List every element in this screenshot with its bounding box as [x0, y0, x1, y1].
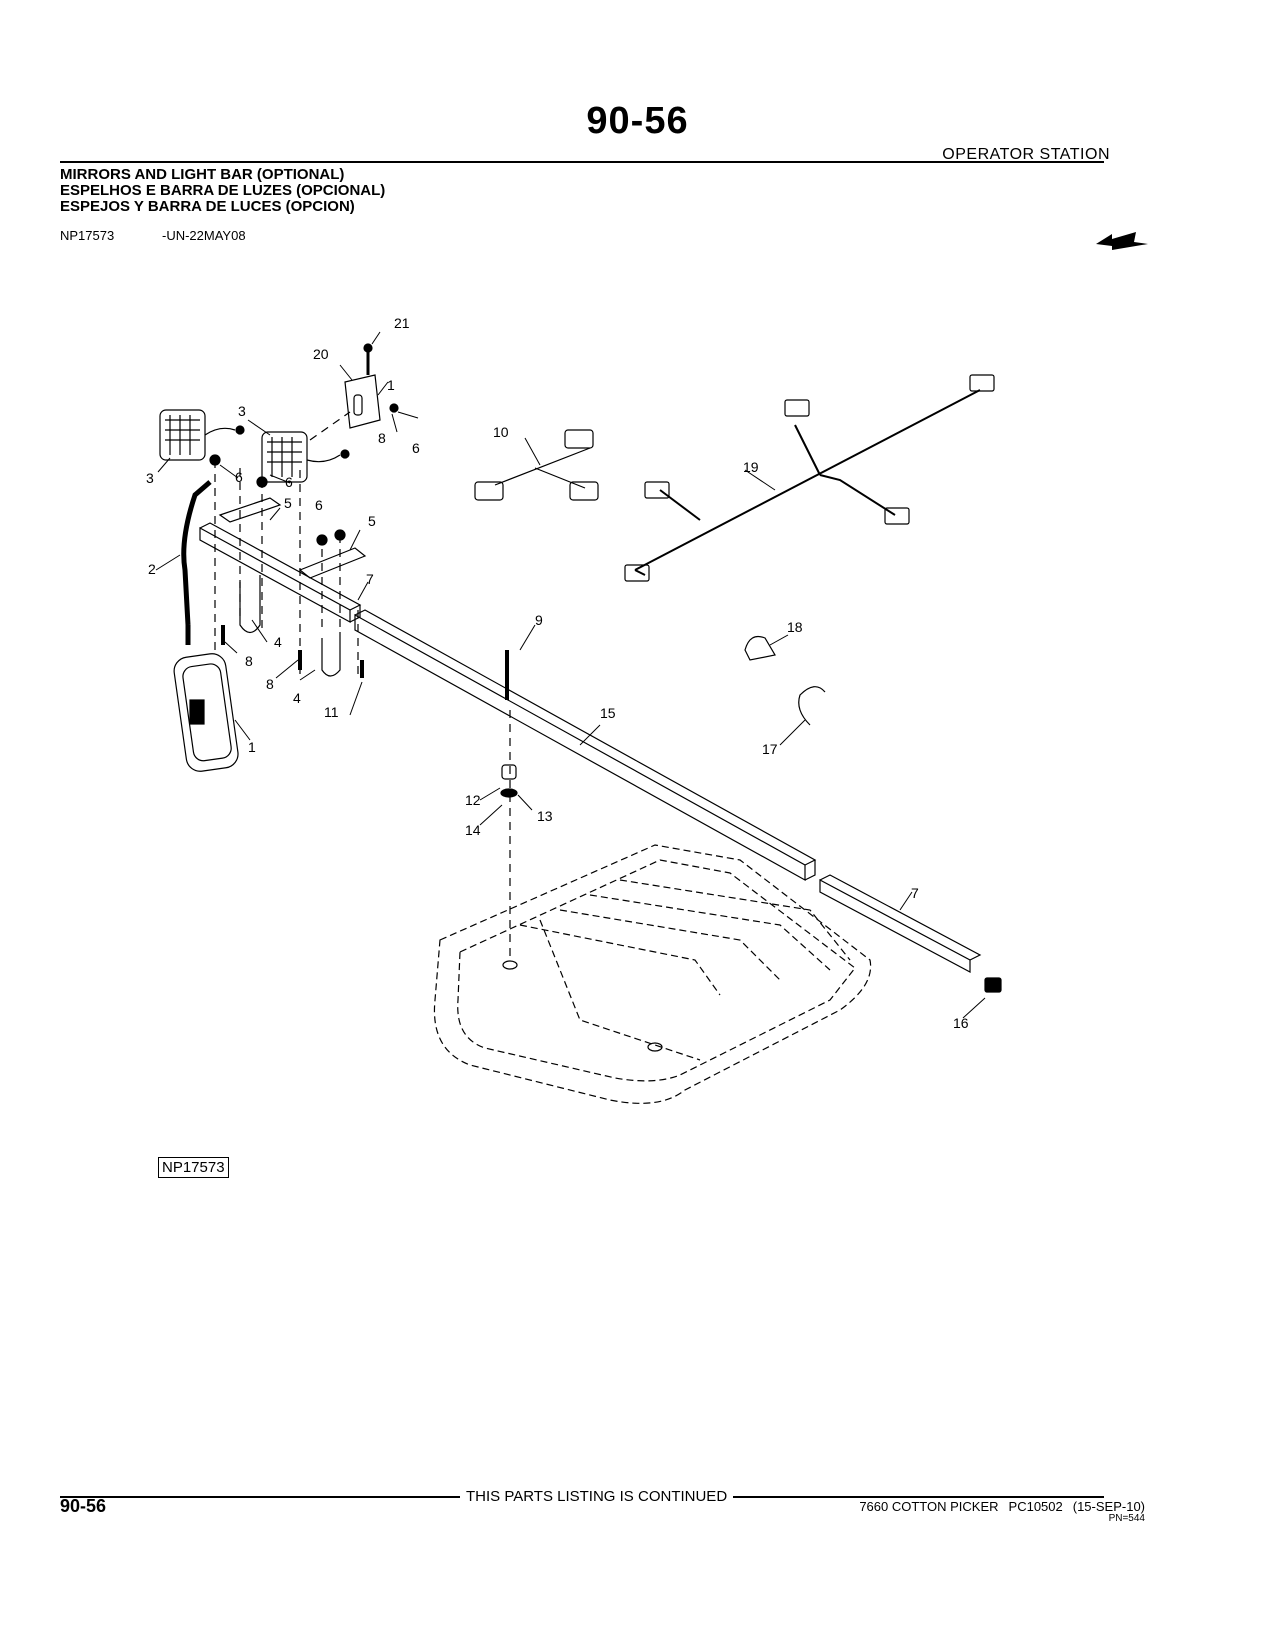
figure-date-code: -UN-22MAY08: [162, 228, 246, 243]
callout-3b: 3: [146, 470, 154, 486]
bracket: [298, 547, 367, 579]
callout-7a: 7: [366, 571, 374, 587]
callout-1b: 1: [248, 739, 256, 755]
roof-hole: [502, 960, 518, 970]
callout-7b: 7: [911, 885, 919, 901]
connector: [969, 374, 995, 392]
callout-5a: 5: [284, 495, 292, 511]
spacer: [501, 764, 517, 780]
mirror: [173, 653, 239, 772]
callout-17: 17: [762, 741, 778, 757]
callout-21: 21: [394, 315, 410, 331]
title-spanish: ESPEJOS Y BARRA DE LUCES (OPCION): [60, 198, 355, 215]
mount-bracket: [344, 374, 381, 429]
callout-16: 16: [953, 1015, 969, 1031]
callout-4b: 4: [293, 690, 301, 706]
callout-10: 10: [493, 424, 509, 440]
callout-8a: 8: [378, 430, 386, 446]
cable-clip: [744, 635, 776, 661]
section-label: OPERATOR STATION: [942, 146, 1110, 163]
page-number-bottom: 90-56: [60, 1496, 107, 1516]
callout-1a: 1: [387, 377, 395, 393]
nut: [389, 403, 399, 413]
figure-reference: NP17573: [60, 228, 115, 243]
callout-6d: 6: [315, 497, 323, 513]
roof-hole: [647, 1042, 663, 1052]
washer: [500, 788, 518, 798]
callout-12: 12: [465, 792, 481, 808]
connector: [644, 481, 670, 499]
callout-8c: 8: [266, 676, 274, 692]
parts-diagram: [155, 331, 1002, 1104]
callout-5b: 5: [368, 513, 376, 529]
work-light: [261, 431, 350, 483]
page-number-top: 90-56: [586, 100, 689, 142]
connector: [624, 564, 650, 582]
callout-4a: 4: [274, 634, 282, 650]
nut: [334, 529, 346, 541]
callout-6b: 6: [235, 469, 243, 485]
work-light: [159, 409, 245, 461]
nut: [256, 476, 268, 488]
callout-6a: 6: [412, 440, 420, 456]
bracket: [218, 497, 282, 523]
callout-14: 14: [465, 822, 481, 838]
light-bar-rail: [354, 609, 817, 882]
nut: [316, 534, 328, 546]
u-bolt: [321, 632, 341, 677]
u-bolt: [239, 575, 261, 634]
callout-20: 20: [313, 346, 329, 362]
continued-note: THIS PARTS LISTING IS CONTINUED: [460, 1488, 734, 1505]
catalog-number: PC10502: [1008, 1499, 1063, 1514]
connector: [784, 399, 810, 417]
harness-short: [474, 429, 599, 501]
end-cap: [984, 977, 1002, 993]
page-sequence: PN=544: [1108, 1513, 1145, 1524]
title-english: MIRRORS AND LIGHT BAR (OPTIONAL): [60, 166, 345, 183]
callout-13: 13: [537, 808, 553, 824]
catalog-date: (15-SEP-10): [1072, 1499, 1145, 1514]
harness-main: [634, 389, 981, 576]
callout-3a: 3: [238, 403, 246, 419]
footer-info: 7660 COTTON PICKER PC10502 (15-SEP-10): [849, 1500, 1145, 1513]
callout-18: 18: [787, 619, 803, 635]
mirror-arm: [181, 480, 212, 626]
model-name: 7660 COTTON PICKER: [859, 1499, 999, 1514]
callout-15: 15: [600, 705, 616, 721]
cab-roof: [433, 844, 872, 1104]
callout-11: 11: [324, 704, 339, 720]
callout-8b: 8: [245, 653, 253, 669]
nut: [209, 454, 221, 466]
callout-19: 19: [743, 459, 759, 475]
figure-id-box: NP17573: [158, 1157, 229, 1178]
cable-tie: [798, 686, 826, 726]
callout-2: 2: [148, 561, 156, 577]
connector: [884, 507, 910, 525]
callout-9: 9: [535, 612, 543, 628]
header-rule: [60, 161, 1104, 163]
title-portuguese: ESPELHOS E BARRA DE LUZES (OPCIONAL): [60, 182, 386, 199]
lower-tube: [819, 874, 982, 973]
callout-6c: 6: [285, 474, 293, 490]
page-turn-arrow-icon[interactable]: [1096, 232, 1148, 252]
